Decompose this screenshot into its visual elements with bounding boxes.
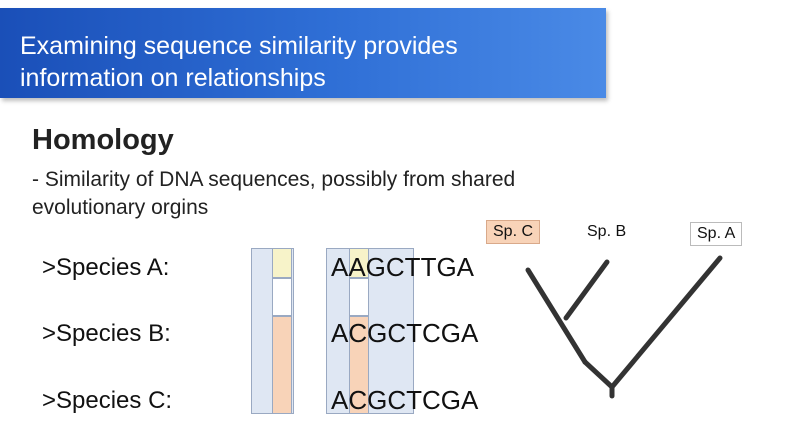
- species-c-label: >Species C:: [42, 387, 173, 414]
- species-b-sequence: ACGCTCGA: [331, 318, 479, 348]
- definition-text: - Similarity of DNA sequences, possibly …: [32, 168, 516, 219]
- species-b-label: >Species B:: [42, 320, 171, 347]
- species-a-sequence: AAGCTTGA: [331, 252, 475, 282]
- column-cell-a2: [272, 278, 292, 316]
- tree-branch-c: [525, 267, 588, 365]
- tree-branch-a: [609, 255, 723, 390]
- alignment-column-seq: [326, 248, 414, 414]
- column-cell-a1: [272, 248, 292, 278]
- tree-branch-b: [563, 259, 610, 321]
- species-c-sequence: ACGCTCGA: [331, 385, 479, 415]
- title-banner: Examining sequence similarity provides i…: [0, 8, 606, 98]
- tree-leaf-sp-c: Sp. C: [486, 220, 541, 244]
- seq-cell-a-gap: [349, 278, 369, 316]
- seq-cell-a: [349, 248, 369, 278]
- slide-title: Examining sequence similarity provides i…: [20, 32, 458, 92]
- section-heading: Homology: [32, 124, 174, 156]
- seq-cell-bc: [349, 316, 369, 414]
- species-a-label: >Species A:: [42, 254, 170, 281]
- tree-leaf-sp-a: Sp. A: [690, 222, 743, 246]
- tree-branch-bc: [582, 359, 615, 390]
- tree-leaf-sp-b: Sp. B: [587, 223, 627, 240]
- column-cell-bc: [272, 316, 292, 414]
